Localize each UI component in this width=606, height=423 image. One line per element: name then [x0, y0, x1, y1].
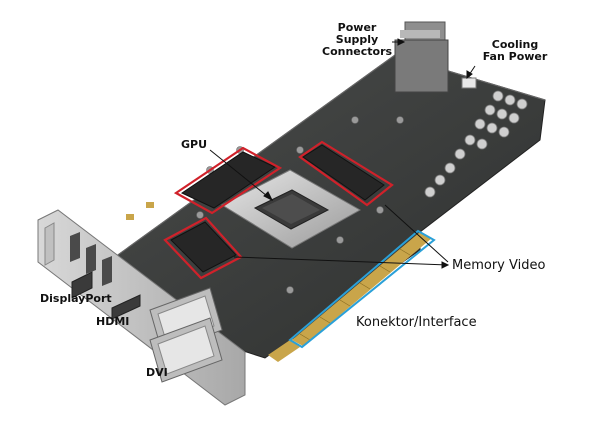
power-supply-connectors-label: Power Supply Connectors [322, 21, 393, 59]
capacitors [424, 90, 528, 198]
power-label-line1: Power [337, 21, 377, 34]
cooling-label-line1: Cooling [491, 38, 539, 51]
power-label-line2: Supply [335, 33, 379, 47]
memory-chips [170, 144, 385, 273]
hdmi-label: HDMI [96, 315, 130, 328]
displayport-label: DisplayPort [40, 292, 112, 305]
power-label-line3: Connectors [322, 45, 393, 59]
interface-highlight-box [288, 229, 436, 349]
gpu-label: GPU [181, 138, 208, 151]
callout-lines [209, 38, 476, 269]
fan-connector [461, 77, 477, 89]
power-connector-block [394, 21, 449, 93]
memory-video-label: Memory Video [452, 258, 546, 273]
bracket-vents [70, 232, 112, 286]
cooling-fan-power-label: Cooling Fan Power [480, 38, 550, 64]
dvi-label: DVI [146, 366, 168, 379]
konektor-interface-label: Konektor/Interface [356, 315, 477, 330]
displayport-port [71, 271, 93, 299]
hdmi-port [111, 294, 141, 320]
pcie-gold-fingers [268, 232, 432, 362]
edge-tabs [126, 202, 154, 220]
cooling-label-line2: Fan Power [482, 50, 548, 64]
